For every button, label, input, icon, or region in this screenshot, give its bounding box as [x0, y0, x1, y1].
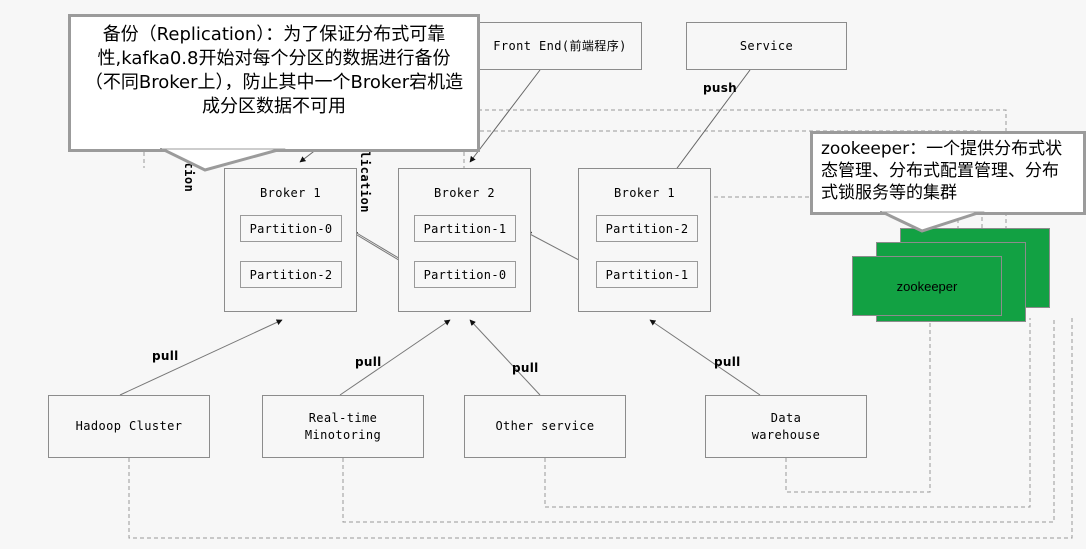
- producer-service[interactable]: Service: [686, 22, 847, 70]
- pull-label-realtime: pull: [355, 355, 382, 369]
- consumer-real-time-monitoring[interactable]: Real-time Minotoring: [262, 395, 424, 458]
- consumer-other-service[interactable]: Other service: [464, 395, 626, 458]
- producer-front-end[interactable]: Front End(前端程序): [478, 22, 642, 70]
- consumer-pull-arrows: [119, 319, 761, 396]
- pull-label-warehouse: pull: [714, 355, 741, 369]
- zookeeper-card-front[interactable]: zookeeper: [852, 256, 1002, 316]
- replication-callout-text: 备份（Replication）：为了保证分布式可靠性,kafka0.8开始对每个…: [84, 24, 464, 117]
- pull-label-hadoop: pull: [152, 349, 179, 363]
- push-label: push: [703, 81, 738, 95]
- partition-broker1-0[interactable]: Partition-0: [240, 215, 342, 242]
- zookeeper-callout-tail: [880, 211, 986, 233]
- replication-callout: 备份（Replication）：为了保证分布式可靠性,kafka0.8开始对每个…: [68, 14, 480, 152]
- consumer-data-warehouse[interactable]: Data warehouse: [705, 395, 867, 458]
- zookeeper-callout: zookeeper：一个提供分布式状态管理、分布式配置管理、分布式锁服务等的集群: [810, 131, 1086, 215]
- consumer-hadoop-cluster[interactable]: Hadoop Cluster: [48, 395, 210, 458]
- partition-broker3-0[interactable]: Partition-2: [596, 215, 698, 242]
- partition-broker3-1[interactable]: Partition-1: [596, 261, 698, 288]
- pull-label-other: pull: [512, 361, 539, 375]
- partition-broker1-1[interactable]: Partition-2: [240, 261, 342, 288]
- partition-broker2-1[interactable]: Partition-0: [414, 261, 516, 288]
- zookeeper-callout-text: zookeeper：一个提供分布式状态管理、分布式配置管理、分布式锁服务等的集群: [821, 139, 1063, 204]
- replication-callout-tail: [160, 148, 286, 172]
- partition-broker2-0[interactable]: Partition-1: [414, 215, 516, 242]
